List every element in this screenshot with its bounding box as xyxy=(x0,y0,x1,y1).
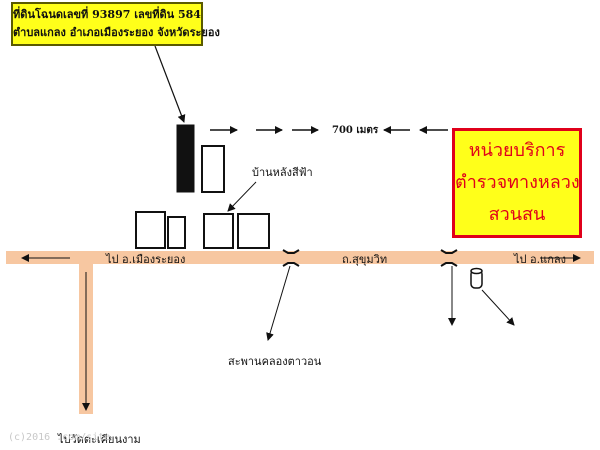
tank-pointer xyxy=(481,289,515,326)
bridge-label: สะพานคลองตาวอน xyxy=(228,355,322,368)
office-line-1: หน่วยบริการ xyxy=(468,140,566,161)
house-label: บ้านหลังสีฟ้า xyxy=(252,166,313,179)
distance-label: 700 เมตร xyxy=(332,125,379,136)
house xyxy=(203,213,234,249)
house-pointer xyxy=(227,181,257,212)
to-muang-label: ไป อ.เมืองระยอง xyxy=(106,253,186,266)
highway-police-box: หน่วยบริการ ตำรวจทางหลวง สวนสน xyxy=(452,128,582,238)
house xyxy=(167,216,186,249)
house xyxy=(135,211,166,249)
to-klaeng-label: ไป อ.แกลง xyxy=(514,253,566,266)
road-name-label: ถ.สุขุมวิท xyxy=(342,253,388,266)
office-line-3: สวนสน xyxy=(488,204,546,225)
to-temple-label: ไปวัดตะเคียนงาม xyxy=(58,433,141,446)
office-line-2: ตำรวจทางหลวง xyxy=(455,172,580,193)
main-road xyxy=(6,251,594,264)
bridge-symbol xyxy=(440,249,458,267)
house xyxy=(237,213,270,249)
credit-watermark: (c)2016 .com/site xyxy=(8,432,111,443)
callout-line-2: ตำบลแกลง อำเภอเมืองระยอง จังหวัดระยอง xyxy=(13,26,220,39)
land-info-callout: ที่ดินโฉนดเลขที่ 93897 เลขที่ดิน 584 ตำบ… xyxy=(11,2,220,46)
land-plot-marker xyxy=(176,124,195,193)
bridge-pointer xyxy=(266,265,291,341)
bridge-symbol xyxy=(282,249,300,267)
building-outline xyxy=(201,145,225,193)
callout-line-1: ที่ดินโฉนดเลขที่ 93897 เลขที่ดิน 584 xyxy=(13,8,201,21)
tank-symbol xyxy=(470,267,483,289)
callout-pointer xyxy=(154,45,186,123)
